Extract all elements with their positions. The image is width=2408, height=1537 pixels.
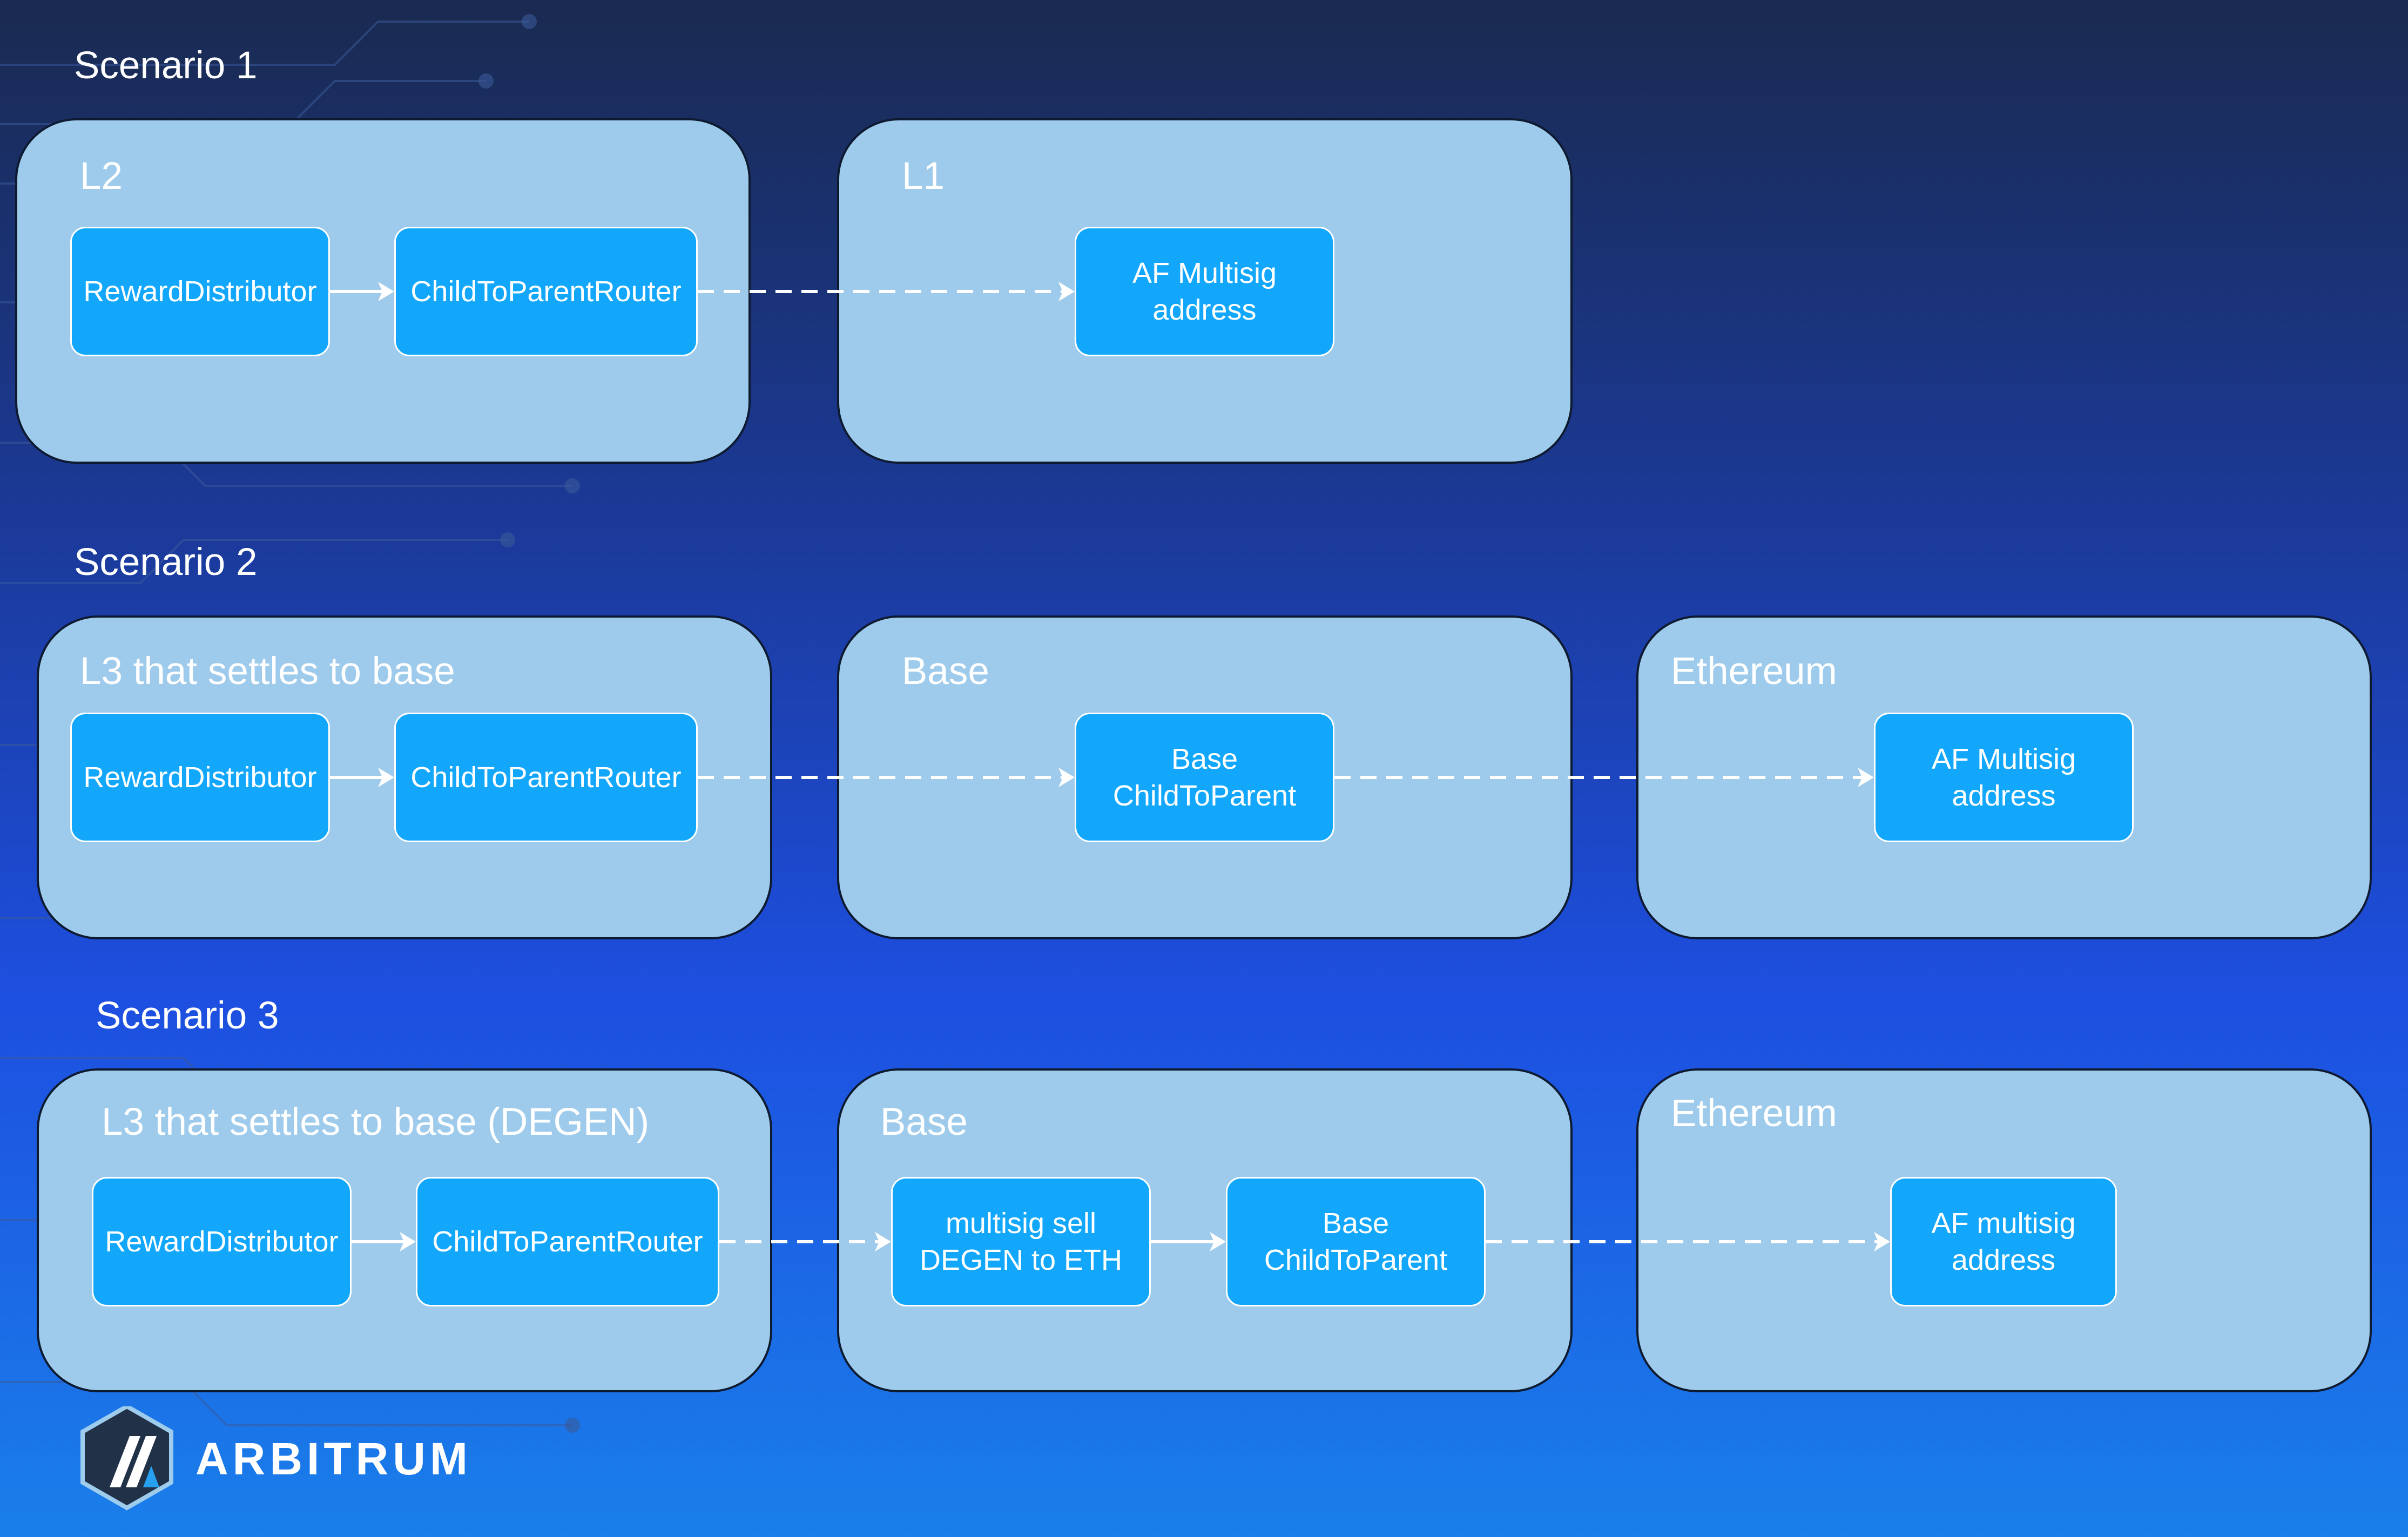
base-child-to-parent-node[interactable]: Base ChildToParent	[1075, 713, 1334, 842]
group-label: Base	[880, 1101, 968, 1143]
brand-wordmark: ARBITRUM	[195, 1433, 472, 1484]
multisig-sell-degen-node[interactable]: multisig sell DEGEN to ETH	[891, 1177, 1151, 1306]
af-multisig-address-node[interactable]: AF multisig address	[1890, 1177, 2117, 1306]
reward-distributor-node[interactable]: RewardDistributor	[70, 713, 330, 842]
af-multisig-address-node[interactable]: AF Multisig address	[1874, 713, 2134, 842]
group-label: Ethereum	[1671, 650, 1837, 693]
child-to-parent-router-node[interactable]: ChildToParentRouter	[394, 713, 698, 842]
af-multisig-address-node[interactable]: AF Multisig address	[1075, 227, 1334, 356]
group-label: Base	[902, 650, 989, 693]
reward-distributor-node[interactable]: RewardDistributor	[70, 227, 330, 356]
scenario-3-title: Scenario 3	[96, 994, 279, 1037]
group-label: L3 that settles to base	[80, 650, 455, 693]
group-label: L1	[902, 155, 945, 198]
reward-distributor-node[interactable]: RewardDistributor	[92, 1177, 352, 1306]
group-label: Ethereum	[1671, 1092, 1837, 1135]
group-label: L3 that settles to base (DEGEN)	[102, 1101, 650, 1143]
group-label: L2	[80, 155, 123, 198]
scenario-1-title: Scenario 1	[74, 44, 258, 87]
child-to-parent-router-node[interactable]: ChildToParentRouter	[394, 227, 698, 356]
scenario-2-title: Scenario 2	[74, 541, 258, 584]
arbitrum-logo-icon	[80, 1406, 173, 1511]
base-child-to-parent-node[interactable]: Base ChildToParent	[1226, 1177, 1486, 1306]
child-to-parent-router-node[interactable]: ChildToParentRouter	[416, 1177, 719, 1306]
